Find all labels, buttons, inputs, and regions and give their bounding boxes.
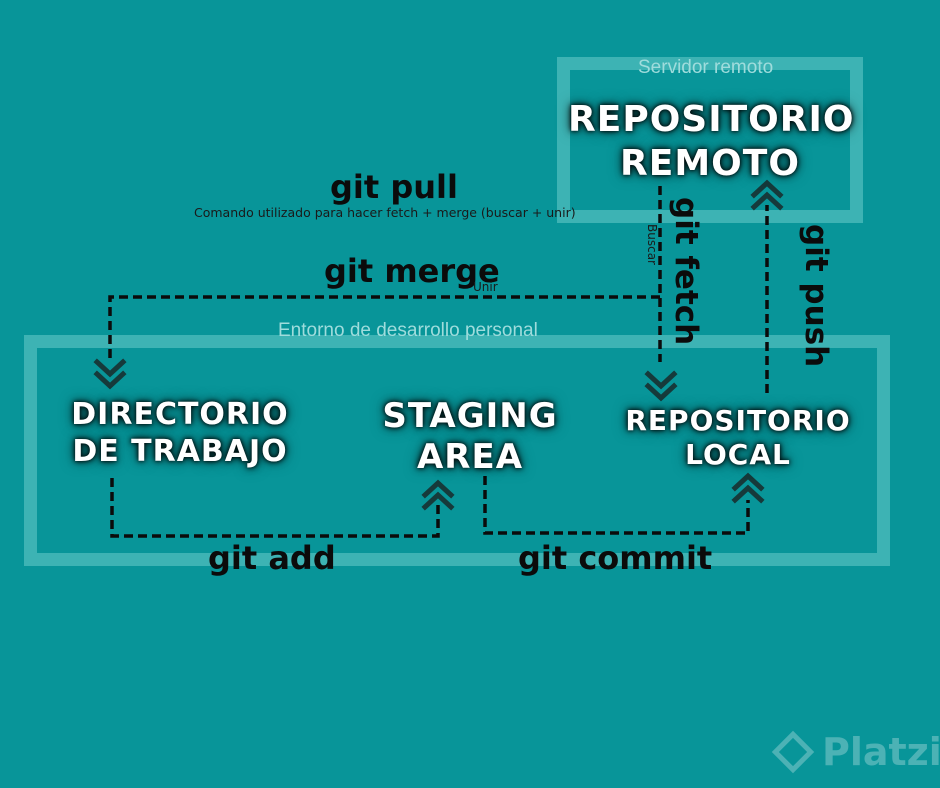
local-environment-frame xyxy=(24,335,890,566)
git-commit-label: git commit xyxy=(518,539,713,577)
local-repository-line-2: LOCAL xyxy=(685,438,791,472)
commit-arrowhead xyxy=(731,472,765,504)
add-connector xyxy=(110,478,440,538)
remote-server-label: Servidor remoto xyxy=(638,57,774,78)
working-directory-node: DIRECTORIO DE TRABAJO xyxy=(62,397,298,470)
git-pull-label: git pull xyxy=(330,168,458,206)
git-fetch-note: Buscar xyxy=(645,224,659,265)
remote-server-frame xyxy=(557,57,863,223)
merge-arrowhead xyxy=(93,358,127,390)
staging-area-line-2: AREA xyxy=(416,437,524,478)
commit-connector xyxy=(483,476,750,535)
git-pull-note: Comando utilizado para hacer fetch + mer… xyxy=(194,205,576,220)
remote-repository-line-1: REPOSITORIO xyxy=(568,99,855,140)
remote-repository-line-2: REMOTO xyxy=(620,142,800,184)
remote-repository-node: REPOSITORIO REMOTO xyxy=(568,98,855,186)
platzi-watermark: Platzi xyxy=(822,730,940,774)
staging-area-node: STAGING AREA xyxy=(370,396,570,479)
add-arrowhead xyxy=(421,479,455,511)
git-merge-label: git merge xyxy=(324,252,500,290)
git-merge-note: Unir xyxy=(473,280,498,294)
working-directory-line-1: DIRECTORIO xyxy=(71,397,289,432)
git-add-label: git add xyxy=(208,539,336,577)
merge-connector xyxy=(108,295,660,360)
git-push-label: git push xyxy=(798,224,834,368)
local-repository-line-1: REPOSITORIO xyxy=(625,404,851,437)
fetch-arrowhead xyxy=(644,370,678,402)
staging-area-line-1: STAGING xyxy=(382,396,558,436)
git-fetch-label: git fetch xyxy=(668,197,704,346)
local-environment-label: Entorno de desarrollo personal xyxy=(278,320,538,341)
working-directory-line-2: DE TRABAJO xyxy=(72,433,288,469)
push-arrowhead xyxy=(750,179,784,211)
local-repository-node: REPOSITORIO LOCAL xyxy=(622,404,854,472)
